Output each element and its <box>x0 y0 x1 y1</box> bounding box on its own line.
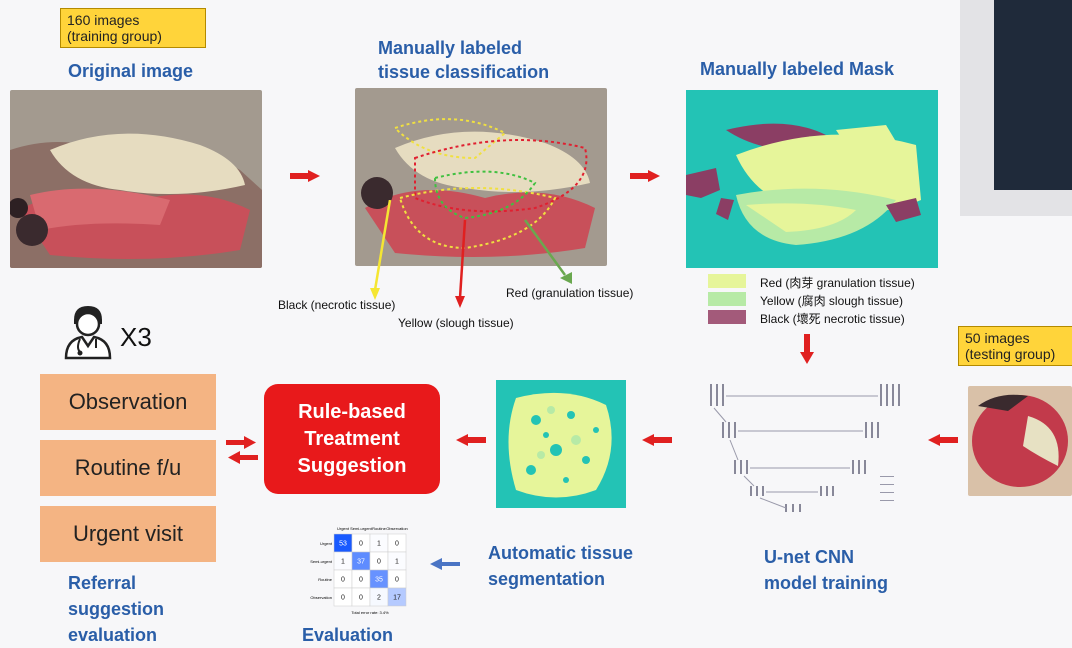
left-arrow-icon <box>456 434 486 446</box>
cm-cell-value: 53 <box>339 541 347 548</box>
cm-col-header: Urgent <box>337 526 350 531</box>
down-arrow-icon <box>800 334 814 364</box>
segmentation-output-image <box>496 380 626 508</box>
evaluation-heading: Evaluation <box>302 625 394 645</box>
legend-label-yellow: Yellow (腐肉 slough tissue) <box>760 294 903 308</box>
black-tissue-label: Black (necrotic tissue) <box>278 298 396 312</box>
cm-cell-value: 0 <box>359 595 363 602</box>
rule-based-treatment-box: Rule-based Treatment Suggestion <box>264 384 440 494</box>
cm-col-header: Semi-urgent <box>350 526 373 531</box>
cm-col-header: Routine <box>372 526 387 531</box>
cm-footer: Total error rate: 3.4% <box>351 610 389 615</box>
cm-cell-value: 2 <box>377 595 381 602</box>
cm-row-header: Semi-urgent <box>310 559 333 564</box>
right-arrow-icon <box>630 170 660 182</box>
cm-cell-value: 0 <box>377 559 381 566</box>
doctor-count: X3 <box>120 322 152 352</box>
cm-cell-value: 1 <box>377 541 381 548</box>
legend-swatch-black <box>708 310 746 324</box>
cm-cell-value: 35 <box>375 577 383 584</box>
classification-heading: Manually labeled tissue classification <box>378 38 550 82</box>
testing-wound-image <box>968 386 1072 496</box>
labeled-mask-image <box>686 90 938 268</box>
decorative-dark-panel <box>994 0 1072 190</box>
cm-cell-value: 0 <box>341 577 345 584</box>
legend-label-red: Red (肉芽 granulation tissue) <box>760 276 915 290</box>
training-group-tag: 160 images (training group) <box>60 8 206 48</box>
referral-evaluation-heading: Referral suggestion evaluation <box>68 573 165 645</box>
testing-group-tag: 50 images (testing group) <box>958 326 1072 366</box>
red-tissue-label: Red (granulation tissue) <box>506 286 634 300</box>
yellow-tissue-label: Yellow (slough tissue) <box>398 316 514 330</box>
mask-heading: Manually labeled Mask <box>700 59 895 79</box>
cm-cell-value: 0 <box>359 541 363 548</box>
cm-cell <box>387 587 407 607</box>
original-wound-image <box>10 90 262 268</box>
cm-col-header: Observation <box>386 526 408 531</box>
tissue-pointer-lines <box>370 200 572 308</box>
legend-label-black: Black (壞死 necrotic tissue) <box>760 312 905 326</box>
bidirectional-arrows-icon <box>226 436 258 464</box>
cm-cell-value: 1 <box>341 559 345 566</box>
cm-cell-value: 1 <box>395 559 399 566</box>
cm-cell-value: 17 <box>393 595 401 602</box>
doctor-icon <box>64 306 112 360</box>
referral-option-urgent: Urgent visit <box>40 506 216 562</box>
cm-cell-value: 0 <box>395 577 399 584</box>
referral-option-observation: Observation <box>40 374 216 430</box>
blue-left-arrow-icon <box>430 558 460 570</box>
unet-heading: U-net CNN model training <box>764 547 889 593</box>
cm-row-header: Routine <box>318 577 333 582</box>
cm-cell-value: 37 <box>357 559 365 566</box>
left-arrow-icon <box>642 434 672 446</box>
cm-row-header: Observation <box>310 595 332 600</box>
cm-cell-value: 0 <box>359 577 363 584</box>
legend-swatch-red <box>708 274 746 288</box>
cm-row-header: Urgent <box>320 541 333 546</box>
legend-swatch-yellow <box>708 292 746 306</box>
unet-diagram <box>700 376 910 526</box>
right-arrow-icon <box>290 170 320 182</box>
auto-segmentation-heading: Automatic tissue segmentation <box>488 543 634 589</box>
labeled-wound-image <box>355 88 607 266</box>
cm-cell-value: 0 <box>395 541 399 548</box>
cm-cell-value: 0 <box>341 595 345 602</box>
original-image-heading: Original image <box>68 61 194 81</box>
left-arrow-icon <box>928 434 958 446</box>
referral-option-routine: Routine f/u <box>40 440 216 496</box>
